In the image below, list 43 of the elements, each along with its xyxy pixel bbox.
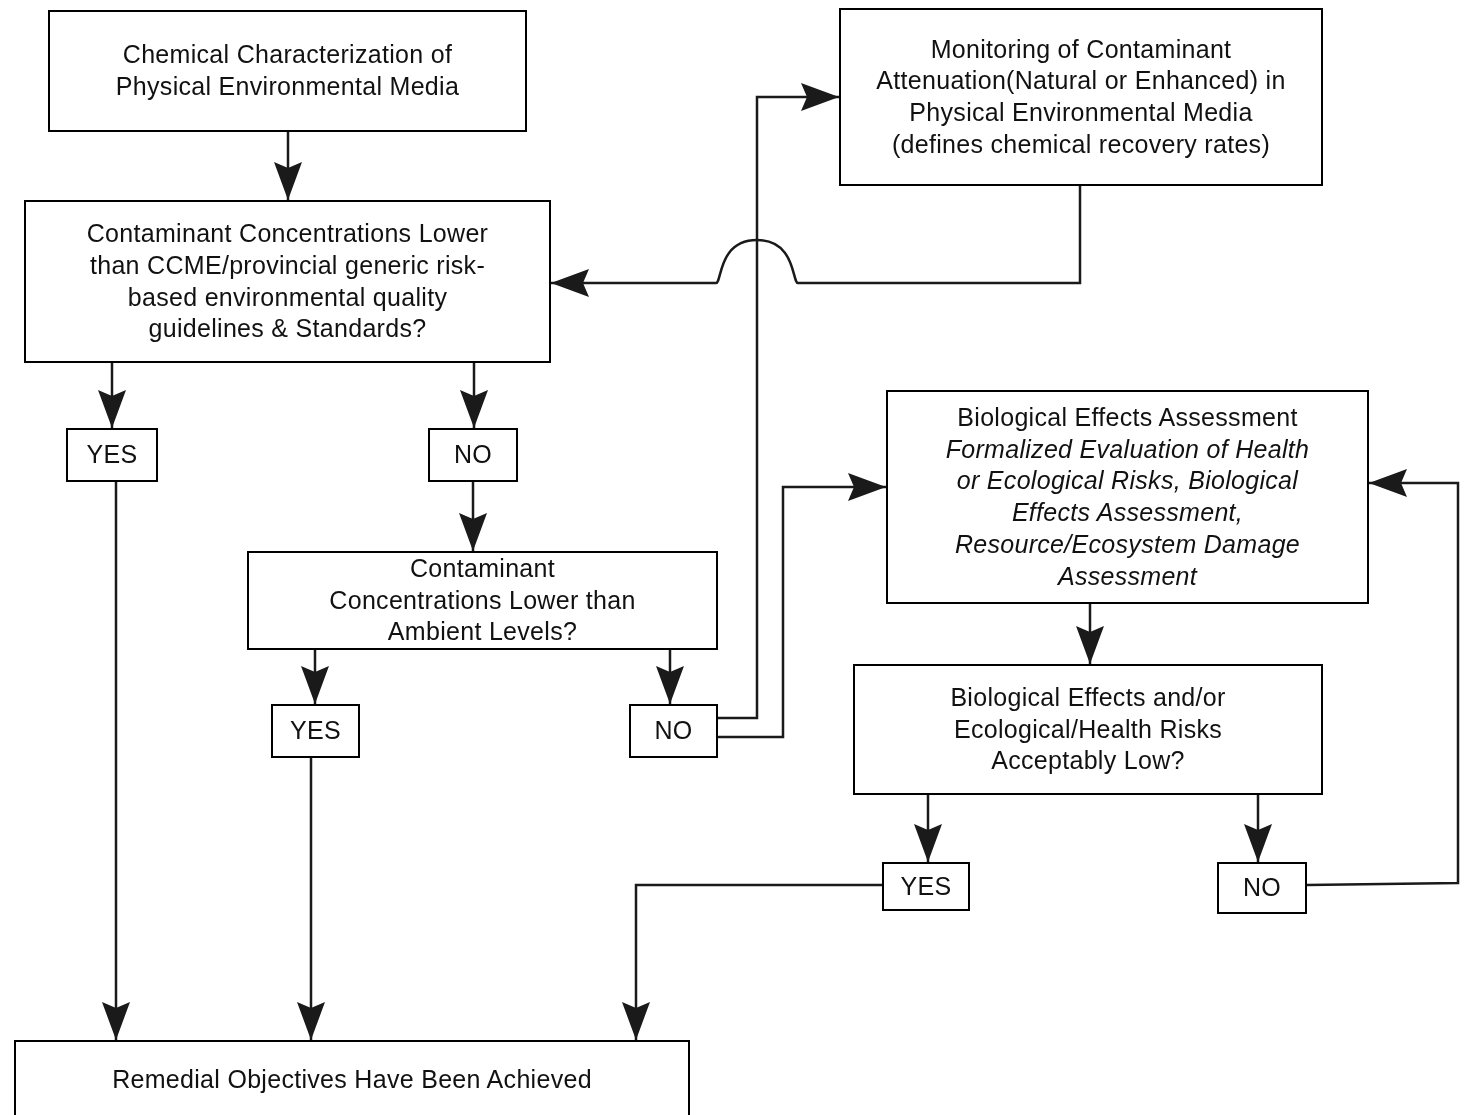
arrow <box>460 363 488 428</box>
decision-box <box>853 664 1323 795</box>
node-label: Contaminant Concentrations Lower than CCME/provincial generic risk-based environmental quality guidelines & Standards? <box>85 218 490 345</box>
arrow <box>551 186 1082 297</box>
answer-box <box>428 428 518 482</box>
result-box <box>14 1040 690 1115</box>
node-label: Chemical Characterization of Physical Environmental Media <box>114 39 461 102</box>
node-label: Contaminant Concentrations Lower than Ambient Levels? <box>328 552 637 648</box>
node-label: Monitoring of Contaminant Attenuation(Natural or Enhanced) in Physical Environmental Media (defines chemical recovery rates) <box>875 33 1287 160</box>
decision-box <box>24 200 551 363</box>
node-label: YES <box>900 870 952 902</box>
process-box <box>886 390 1369 604</box>
description-text: Formalized Evaluation of Health or Ecological Risks, Biological Effects Assessment, Resource/Ecosystem Damage Assessment <box>944 433 1311 592</box>
arrow <box>1307 469 1460 887</box>
node-label: NO <box>1242 872 1282 904</box>
arrow <box>301 650 329 704</box>
arrow <box>102 482 130 1040</box>
arrow <box>718 473 886 739</box>
arrow <box>459 482 487 551</box>
decision-box <box>247 551 718 650</box>
arrow <box>656 650 684 704</box>
arrow <box>98 363 126 428</box>
arrow <box>622 883 882 1040</box>
node-label: NO <box>453 439 493 471</box>
answer-box <box>66 428 158 482</box>
process-box <box>839 8 1323 186</box>
answer-box <box>1217 862 1307 914</box>
arrow <box>1244 795 1272 862</box>
node-label: YES <box>86 439 138 471</box>
answer-box <box>271 704 360 758</box>
arrow <box>914 795 942 862</box>
arrow <box>718 83 839 720</box>
arrow <box>274 132 302 200</box>
arrow <box>297 758 325 1040</box>
node-label: Remedial Objectives Have Been Achieved <box>112 1064 592 1096</box>
node-label: YES <box>290 715 341 747</box>
node-label: NO <box>654 715 693 747</box>
process-box <box>48 10 527 132</box>
node-label: Biological Effects Assessment <box>957 401 1298 433</box>
arrow <box>1076 604 1104 664</box>
node-label: Biological Effects and/or Ecological/Health Risks Acceptably Low? <box>949 681 1227 777</box>
answer-box <box>629 704 718 758</box>
answer-box <box>882 862 970 911</box>
